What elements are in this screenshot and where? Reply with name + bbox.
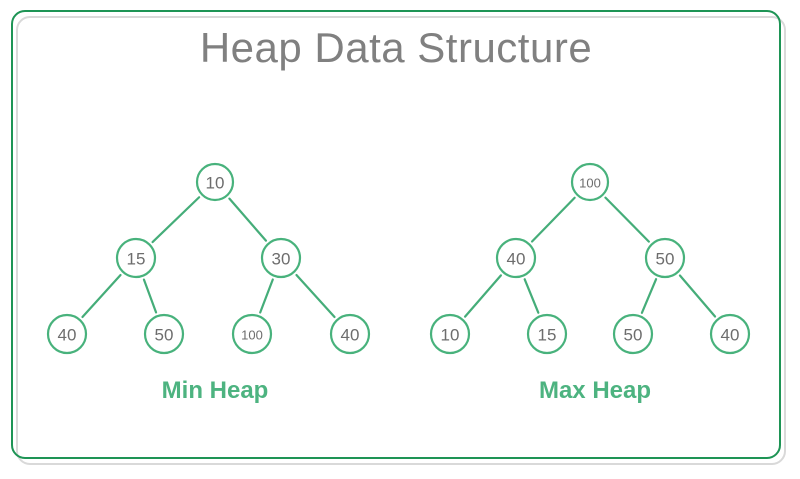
node-value: 40: [341, 326, 360, 345]
tree-edge: [295, 273, 336, 319]
min-heap-caption: Min Heap: [161, 377, 269, 404]
tree-edge: [523, 278, 540, 314]
tree-node: 15: [115, 237, 157, 279]
node-circle: [143, 313, 185, 355]
tree-edge: [530, 196, 576, 243]
node-circle: [329, 313, 371, 355]
tree-node: 40: [709, 313, 751, 355]
node-value: 40: [507, 250, 526, 269]
tree-edge: [640, 278, 658, 314]
node-circle: [612, 313, 654, 355]
tree-node: 10: [195, 162, 235, 202]
node-circle: [570, 162, 610, 202]
node-value: 15: [127, 250, 146, 269]
node-circle: [195, 162, 235, 202]
node-circle: [231, 313, 273, 355]
tree-node: 100: [570, 162, 610, 202]
tree-node: 15: [526, 313, 568, 355]
node-circle: [260, 237, 302, 279]
node-value: 100: [579, 176, 601, 191]
tree-node: 40: [329, 313, 371, 355]
page-title: Heap Data Structure: [199, 24, 593, 71]
node-value: 10: [206, 174, 225, 193]
tree-node: 40: [495, 237, 537, 279]
node-circle: [644, 237, 686, 279]
frame-border: [11, 10, 781, 459]
node-value: 50: [656, 250, 675, 269]
tree-node: 10: [429, 313, 471, 355]
node-circle: [709, 313, 751, 355]
node-circle: [429, 313, 471, 355]
node-value: 40: [721, 326, 740, 345]
tree-edge: [228, 197, 268, 242]
node-value: 10: [441, 326, 460, 345]
tree-edge: [81, 273, 122, 319]
tree-node: 50: [644, 237, 686, 279]
node-circle: [495, 237, 537, 279]
tree-nodes-group: 10 15 30 40 50 100 40 100 40 50 10 15 50 40: [46, 162, 751, 355]
tree-node: 30: [260, 237, 302, 279]
node-value: 15: [538, 326, 557, 345]
node-value: 50: [155, 326, 174, 345]
node-value: 30: [272, 250, 291, 269]
tree-edge: [463, 274, 503, 318]
tree-node: 40: [46, 313, 88, 355]
node-circle: [526, 313, 568, 355]
tree-edge: [678, 274, 717, 318]
tree-node: 100: [231, 313, 273, 355]
tree-edge: [259, 278, 274, 314]
node-value: 50: [624, 326, 643, 345]
tree-node: 50: [612, 313, 654, 355]
tree-edge: [151, 196, 201, 244]
node-circle: [46, 313, 88, 355]
tree-edges-group: [81, 196, 717, 319]
node-value: 40: [58, 326, 77, 345]
tree-edge: [142, 278, 158, 314]
max-heap-caption: Max Heap: [538, 377, 652, 404]
node-value: 100: [241, 328, 263, 343]
tree-edge: [604, 196, 650, 243]
tree-node: 50: [143, 313, 185, 355]
node-circle: [115, 237, 157, 279]
